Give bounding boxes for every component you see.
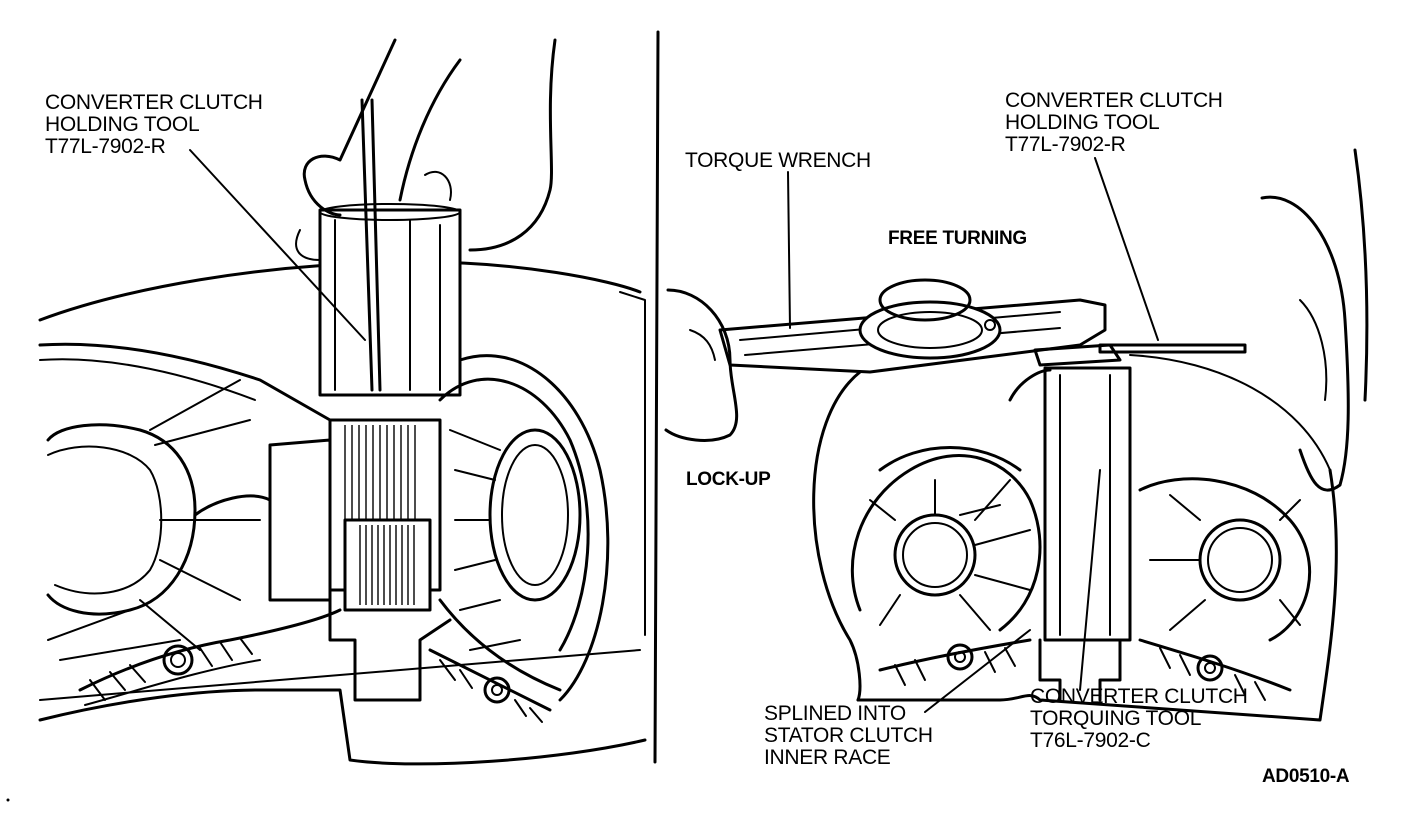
right-leaders (787, 157, 1159, 713)
splined-label: SPLINED INTO STATOR CLUTCH INNER RACE (764, 703, 933, 769)
figure-id: AD0510-A (1262, 766, 1350, 787)
free-turning-label: FREE TURNING (888, 228, 1027, 249)
panel-divider (653, 30, 660, 764)
left-holding-tool-leader (189, 149, 366, 341)
splined-line-3: INNER RACE (764, 746, 891, 769)
torquing-tool-label: CONVERTER CLUTCH TORQUING TOOL T76L-7902… (1030, 686, 1248, 752)
torquing-tool-line-1: CONVERTER CLUTCH (1030, 685, 1248, 708)
torquing-tool-line-2: TORQUING TOOL (1030, 707, 1202, 730)
right-holding-tool-line-3: T77L-7902-R (1005, 133, 1126, 156)
right-holding-tool-label: CONVERTER CLUTCH HOLDING TOOL T77L-7902-… (1005, 90, 1223, 156)
torque-wrench-label: TORQUE WRENCH (685, 149, 871, 172)
right-holding-tool-line-1: CONVERTER CLUTCH (1005, 89, 1223, 112)
lock-up-label: LOCK-UP (686, 469, 771, 490)
left-holding-tool-line-3: T77L-7902-R (45, 135, 166, 158)
left-holding-tool-label: CONVERTER CLUTCH HOLDING TOOL T77L-7902-… (45, 92, 263, 158)
splined-line-2: STATOR CLUTCH (764, 724, 933, 747)
splined-line-1: SPLINED INTO (764, 702, 906, 725)
right-converter-drawing (664, 148, 1369, 722)
torquing-tool-line-3: T76L-7902-C (1030, 729, 1151, 752)
left-converter-drawing (38, 38, 647, 766)
left-holding-tool-line-1: CONVERTER CLUTCH (45, 91, 263, 114)
left-holding-tool-line-2: HOLDING TOOL (45, 113, 200, 136)
right-holding-tool-line-2: HOLDING TOOL (1005, 111, 1160, 134)
